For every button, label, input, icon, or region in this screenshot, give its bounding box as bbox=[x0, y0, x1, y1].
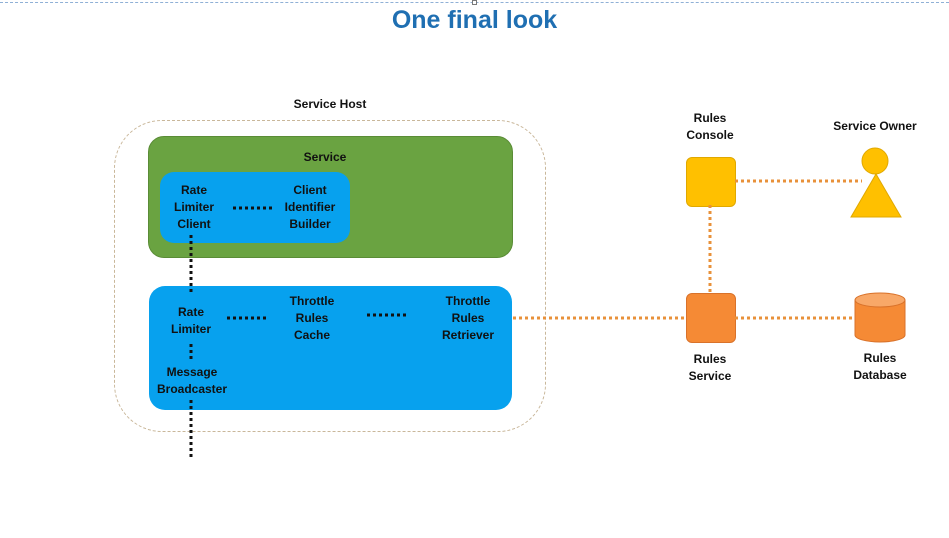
message-broadcaster-label: Message Broadcaster bbox=[156, 365, 228, 396]
service-host-container bbox=[114, 120, 546, 432]
throttle-rules-retriever-label: Throttle Rules Retriever bbox=[441, 294, 495, 342]
service-owner-label: Service Owner bbox=[833, 119, 917, 133]
service-host-label: Service Host bbox=[293, 97, 367, 111]
throttle-rules-cache-label: Throttle Rules Cache bbox=[289, 294, 335, 342]
rules-service-label: Rules Service bbox=[688, 352, 732, 383]
database-cylinder-icon bbox=[854, 292, 906, 343]
rules-database-label: Rules Database bbox=[853, 351, 907, 382]
rate-limiter-label: Rate Limiter bbox=[170, 305, 211, 336]
rate-limiter-client-label: Rate Limiter Client bbox=[173, 183, 214, 231]
selection-handle[interactable] bbox=[472, 0, 477, 5]
person-actor-icon bbox=[850, 147, 902, 218]
slide-title: One final look bbox=[391, 6, 558, 34]
rate-limiter-box bbox=[149, 286, 512, 410]
service-label: Service bbox=[303, 150, 347, 164]
rules-console-label: Rules Console bbox=[686, 111, 734, 142]
rate-limiter-client-box bbox=[160, 172, 350, 243]
rules-service-node bbox=[686, 293, 736, 343]
client-identifier-builder-label: Client Identifier Builder bbox=[284, 183, 336, 231]
